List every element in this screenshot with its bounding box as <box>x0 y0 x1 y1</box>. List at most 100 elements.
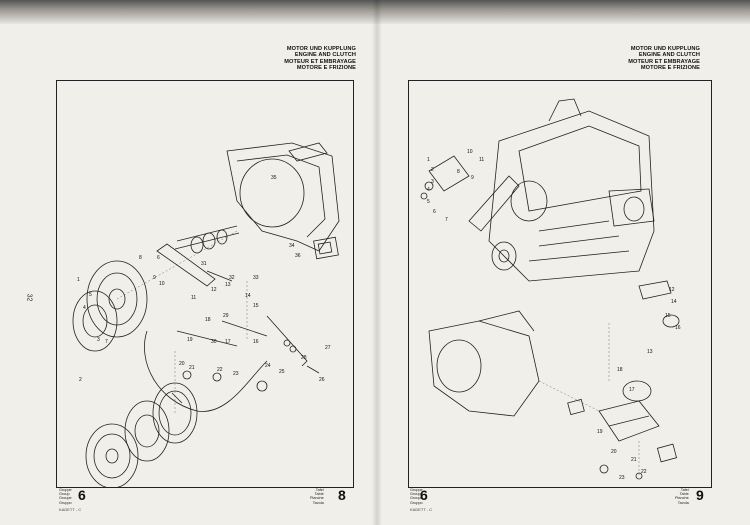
plate-number: 8 <box>338 487 346 503</box>
binding-gutter <box>372 0 382 525</box>
plate-label-de: Tafel <box>315 488 324 492</box>
group-labels: Gruppe Group Groupe Gruppo <box>59 488 72 505</box>
part-callout-12: 12 <box>669 287 675 293</box>
group-label-fr: Groupe <box>410 496 423 501</box>
plate-label-de: Tafel <box>680 488 689 492</box>
part-callout-11: 11 <box>479 157 484 163</box>
plate-labels: Tafel Table Planche Tavola <box>310 488 324 505</box>
part-callout-18: 18 <box>205 317 211 323</box>
plate-label-en: Table <box>679 492 689 497</box>
part-callout-11: 11 <box>191 295 196 301</box>
part-callout-13: 13 <box>225 282 231 288</box>
plate-label-it: Tavola <box>312 500 324 505</box>
left-page: MOTOR UND KUPPLUNG ENGINE AND CLUTCH MOT… <box>0 24 374 525</box>
part-callout-29: 29 <box>223 313 229 319</box>
plate-labels: Tafel Table Planche Tavola <box>675 488 689 505</box>
group-label-fr: Groupe <box>59 496 72 501</box>
part-callout-19: 19 <box>187 337 193 343</box>
part-callout-21: 21 <box>189 365 195 371</box>
part-callout-10: 10 <box>159 281 165 287</box>
page-header: MOTOR UND KUPPLUNG ENGINE AND CLUTCH MOT… <box>628 46 700 72</box>
part-callout-4: 4 <box>83 305 86 311</box>
part-callout-25: 25 <box>279 369 285 375</box>
part-callout-22: 22 <box>641 469 647 475</box>
part-callout-16: 16 <box>253 339 259 345</box>
part-callout-10: 10 <box>467 149 473 155</box>
part-callout-7: 7 <box>445 217 448 223</box>
part-callout-14: 14 <box>671 299 677 305</box>
part-callout-13: 13 <box>647 349 653 355</box>
part-callout-6: 6 <box>433 209 436 215</box>
part-callout-20: 20 <box>611 449 617 455</box>
page-number: 32 <box>25 293 33 302</box>
part-callout-31: 31 <box>201 261 207 267</box>
header-title-en: ENGINE AND CLUTCH <box>638 52 700 59</box>
group-number: 6 <box>78 487 86 503</box>
model-code: KADETT - C <box>59 507 82 512</box>
part-callout-12: 12 <box>211 287 217 293</box>
part-callout-23: 23 <box>233 371 239 377</box>
part-callout-28: 28 <box>301 355 307 361</box>
part-callout-23: 23 <box>619 475 625 481</box>
part-callout-33: 33 <box>253 275 259 281</box>
part-callout-36: 36 <box>295 253 301 259</box>
plate-label-en: Table <box>314 492 324 497</box>
plate-label-it: Tavola <box>677 500 689 505</box>
part-callout-19: 19 <box>597 429 603 435</box>
page-header: MOTOR UND KUPPLUNG ENGINE AND CLUTCH MOT… <box>284 46 356 72</box>
part-callout-32: 32 <box>229 275 235 281</box>
part-callout-1: 1 <box>427 157 430 163</box>
part-callout-9: 9 <box>471 175 474 181</box>
group-label-it: Gruppo <box>59 500 72 505</box>
part-callout-21: 21 <box>631 457 637 463</box>
part-callout-8: 8 <box>457 169 460 175</box>
header-title-it: MOTORE E FRIZIONE <box>296 65 356 72</box>
part-callout-24: 24 <box>265 363 271 369</box>
part-callout-35: 35 <box>271 175 277 181</box>
part-callout-3: 3 <box>431 179 434 185</box>
part-callout-5: 5 <box>89 292 92 298</box>
page-footer: Gruppe Group Groupe Gruppo 6 KADETT - C … <box>0 485 374 525</box>
header-title-en: ENGINE AND CLUTCH <box>294 52 356 59</box>
part-callout-26: 26 <box>319 377 325 383</box>
plate-number: 9 <box>696 487 704 503</box>
group-number: 6 <box>420 487 428 503</box>
header-title-de: MOTOR UND KUPPLUNG <box>630 46 700 52</box>
plate-label-fr: Planche <box>310 496 324 501</box>
part-callout-22: 22 <box>217 367 223 373</box>
group-label-en: Group <box>410 492 421 497</box>
part-callout-27: 27 <box>325 345 331 351</box>
part-callout-5: 5 <box>427 199 430 205</box>
part-callout-14: 14 <box>245 293 251 299</box>
part-callout-7: 7 <box>105 339 108 345</box>
model-code: KADETT - C <box>410 507 433 512</box>
right-page: MOTOR UND KUPPLUNG ENGINE AND CLUTCH MOT… <box>380 24 750 525</box>
part-callout-30: 30 <box>211 339 217 345</box>
part-callout-3: 3 <box>97 337 100 343</box>
header-title-de: MOTOR UND KUPPLUNG <box>286 46 356 52</box>
part-callout-16: 16 <box>675 325 681 331</box>
part-callout-15: 15 <box>665 313 671 319</box>
group-label-it: Gruppo <box>410 500 423 505</box>
part-callout-34: 34 <box>289 243 295 249</box>
part-callout-1: 1 <box>77 277 80 283</box>
part-callout-2: 2 <box>79 377 82 383</box>
scan-top-edge <box>0 0 750 24</box>
part-callout-6: 6 <box>157 255 160 261</box>
group-label-en: Group <box>59 492 70 497</box>
part-callout-17: 17 <box>225 339 231 345</box>
group-labels: Gruppe Group Groupe Gruppo <box>410 488 423 505</box>
header-title-fr: MOTEUR ET EMBRAYAGE <box>284 58 356 65</box>
group-label-de: Gruppe <box>410 488 423 492</box>
plate-label-fr: Planche <box>675 496 689 501</box>
part-callout-9: 9 <box>153 275 156 281</box>
part-callout-17: 17 <box>629 387 635 393</box>
part-callout-15: 15 <box>253 303 259 309</box>
part-callout-2: 2 <box>431 167 434 173</box>
group-label-de: Gruppe <box>59 488 72 492</box>
part-callout-8: 8 <box>139 255 142 261</box>
